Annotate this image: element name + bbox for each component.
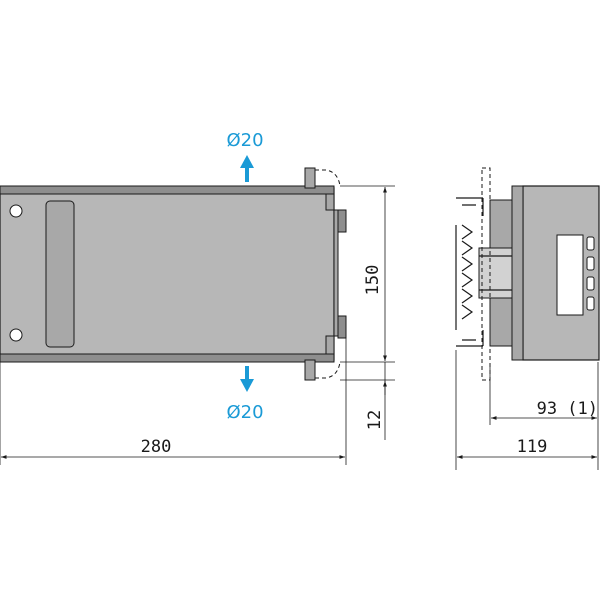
front-top-rail [0, 185, 335, 195]
front-connector-top [337, 209, 347, 233]
airflow-top: Ø20 [226, 130, 264, 182]
side-terminals [455, 224, 474, 330]
front-arc-top [315, 169, 341, 187]
airflow-top-shaft [245, 166, 249, 182]
side-front-plate [511, 185, 524, 361]
airflow-bottom-label: Ø20 [226, 402, 263, 423]
airflow-bottom-shaft [245, 366, 249, 381]
dim-width-label: 280 [141, 437, 172, 457]
front-connector-bottom [337, 315, 347, 339]
screw-bottom-icon [9, 328, 23, 342]
airflow-bottom: Ø20 [226, 366, 264, 423]
front-clip-bottom [304, 359, 316, 381]
front-clip-top [304, 167, 316, 189]
side-display-window [556, 234, 584, 316]
front-view [0, 167, 347, 381]
side-dashed-rail [481, 167, 491, 381]
indicator-3 [586, 276, 595, 291]
dim-gap-label: 12 [365, 410, 385, 430]
indicator-4 [586, 296, 595, 311]
side-bracket-bottom [456, 330, 484, 347]
dim-height-label: 150 [363, 265, 383, 296]
indicator-1 [586, 236, 595, 251]
dim-depth-label: 93 (1) [537, 399, 598, 419]
screw-top-icon [9, 204, 23, 218]
side-view [455, 167, 600, 381]
indicator-2 [586, 256, 595, 271]
side-dimension-lines: 93 (1) 119 [455, 350, 599, 470]
dimension-lines: 150 12 280 [0, 185, 395, 465]
front-arc-bottom [315, 361, 341, 379]
arrow-down-icon [240, 379, 254, 392]
dim-total-depth-label: 119 [517, 437, 548, 457]
arrow-up-icon [240, 155, 254, 168]
front-right-end [333, 209, 339, 337]
front-bottom-rail [0, 353, 335, 363]
side-bracket-top [456, 197, 484, 216]
front-label-window [45, 200, 75, 348]
airflow-top-label: Ø20 [226, 130, 263, 151]
